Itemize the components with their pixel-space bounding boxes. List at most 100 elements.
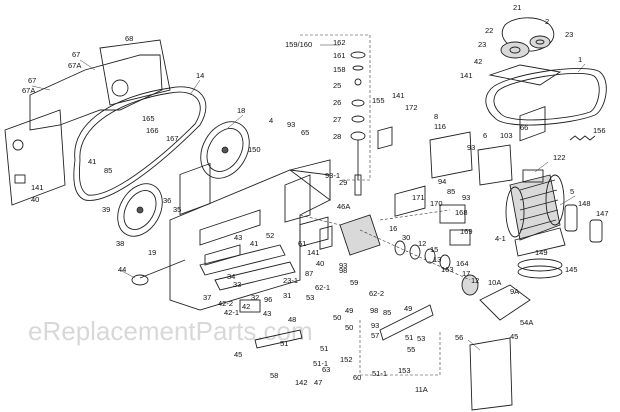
part-label: 46A — [337, 202, 350, 211]
part-label: 50 — [333, 313, 341, 322]
part-label: 6 — [483, 131, 487, 140]
part-label: 166 — [146, 126, 159, 135]
part-label: 40 — [31, 195, 39, 204]
part-label: 37 — [203, 293, 211, 302]
spindle-assembly — [300, 34, 371, 196]
part-label: 93-1 — [325, 171, 340, 180]
part-label: 33 — [233, 280, 241, 289]
part-label: 155 — [372, 96, 385, 105]
part-label: 5 — [570, 187, 574, 196]
part-label: 93 — [371, 321, 379, 330]
part-label: 67 — [72, 50, 80, 59]
part-label: 23-1 — [283, 276, 298, 285]
part-label: 54A — [520, 318, 533, 327]
part-label: 62-1 — [315, 283, 330, 292]
part-label: 148 — [578, 199, 591, 208]
main-frame — [169, 159, 361, 311]
part-label: 38 — [116, 239, 124, 248]
part-label: 103 — [500, 131, 513, 140]
part-label: 19 — [148, 248, 156, 257]
part-label: 4-1 — [495, 234, 506, 243]
part-label: 94 — [438, 177, 446, 186]
part-label: 116 — [434, 122, 446, 131]
part-label: 36 — [163, 196, 171, 205]
part-label: 39 — [102, 205, 110, 214]
part-label: 13 — [433, 255, 441, 264]
part-label: 51 — [280, 339, 288, 348]
part-label: 4 — [269, 116, 273, 125]
switch-box — [429, 131, 513, 186]
part-label: 18 — [237, 106, 245, 115]
part-label: 40 — [316, 259, 324, 268]
part-label: 98 — [370, 306, 378, 315]
part-label: 58 — [270, 371, 278, 380]
part-label: 159/160 — [285, 40, 312, 49]
part-label: 61 — [298, 239, 306, 248]
part-label: 153 — [398, 366, 411, 375]
handle — [131, 259, 186, 286]
part-label: 23 — [565, 30, 573, 39]
part-label: 165 — [142, 114, 155, 123]
part-label: 49 — [345, 306, 353, 315]
part-label: 25 — [333, 81, 341, 90]
part-label: 171 — [412, 193, 425, 202]
part-label: 169 — [460, 227, 473, 236]
part-label: 51-1 — [372, 369, 387, 378]
part-label: 66 — [520, 123, 528, 132]
part-label: 87 — [305, 269, 313, 278]
motor — [505, 169, 566, 257]
upper-wheel — [200, 121, 250, 179]
part-label: 41 — [88, 157, 96, 166]
part-label: 85 — [104, 166, 112, 175]
part-label: 93 — [467, 143, 475, 152]
part-label: 168 — [455, 208, 468, 217]
pulley-cover — [485, 64, 607, 126]
part-label: 149 — [535, 248, 548, 257]
part-label: 56 — [455, 333, 463, 342]
part-label: 45 — [510, 332, 518, 341]
pulley-belt — [500, 17, 555, 59]
part-label: 68 — [125, 34, 133, 43]
part-label: 53 — [306, 293, 314, 302]
part-label: 93 — [287, 120, 295, 129]
part-label: 32 — [251, 293, 259, 302]
part-label: 163 — [441, 265, 454, 274]
part-label: 156 — [593, 126, 606, 135]
part-label: 47 — [314, 378, 322, 387]
part-label: 22 — [485, 26, 493, 35]
part-label: 51-1 — [313, 359, 328, 368]
part-label: 162 — [333, 38, 346, 47]
part-label: 145 — [565, 265, 578, 274]
part-label: 93 — [462, 193, 470, 202]
part-label: 62-2 — [369, 289, 384, 298]
part-label: 49 — [404, 304, 412, 313]
part-label: 12 — [471, 276, 479, 285]
part-label: 28 — [333, 132, 341, 141]
part-label: 147 — [596, 209, 609, 218]
part-label: 35 — [173, 205, 181, 214]
part-label: 55 — [407, 345, 415, 354]
part-label: 63 — [322, 365, 330, 374]
part-label: 10A — [488, 278, 501, 287]
part-label: 52 — [266, 231, 274, 240]
part-labels: 21 22 2 23 23 1 141 42 67 68 67 67A 67A … — [22, 3, 609, 394]
part-label: 67 — [28, 76, 36, 85]
part-label: 2 — [545, 17, 549, 26]
part-label: 158 — [333, 65, 346, 74]
part-label: 45 — [234, 350, 242, 359]
part-label: 141 — [307, 248, 320, 257]
part-label: 93 — [339, 261, 347, 270]
part-label: 42 — [474, 57, 482, 66]
cord — [569, 135, 596, 141]
part-label: 122 — [553, 153, 566, 162]
part-label: 29 — [339, 178, 347, 187]
part-label: 15 — [430, 245, 438, 254]
plate — [469, 337, 513, 411]
capacitors — [564, 204, 603, 243]
part-label: 161 — [333, 51, 346, 60]
part-label: 1 — [578, 55, 582, 64]
gear-housing — [479, 106, 546, 321]
blade — [73, 86, 207, 201]
